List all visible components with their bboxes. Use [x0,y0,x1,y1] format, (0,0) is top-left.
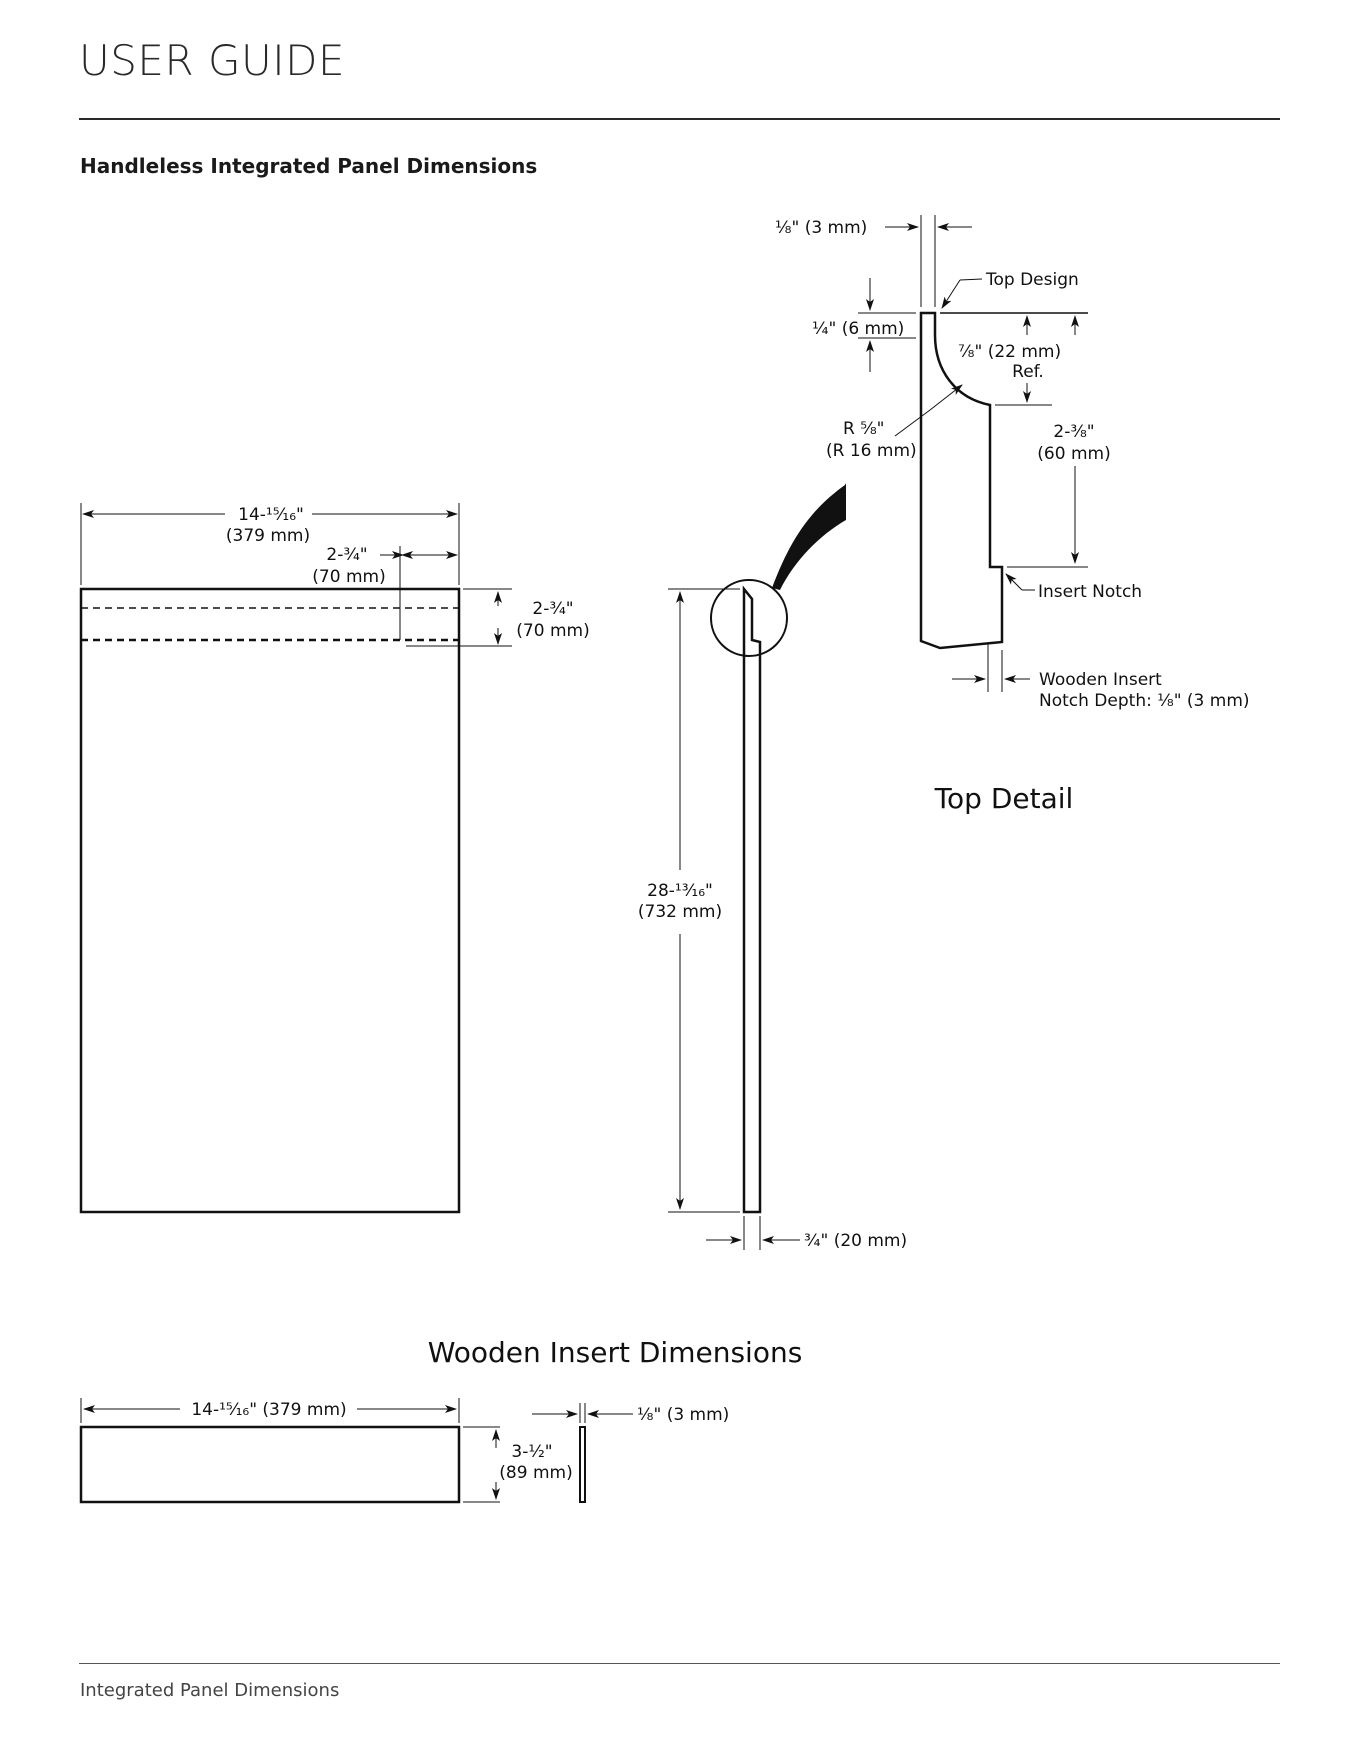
wooden-insert-height-mm: (89 mm) [499,1463,572,1483]
wooden-insert-front-outline [79,1425,461,1504]
top-detail-notch-pos-in: 2-³⁄₈" [1053,422,1094,442]
top-detail-notch-depth-line2: Notch Depth: ¹⁄₈" (3 mm) [1039,691,1250,711]
wooden-insert-thickness: ¹⁄₈" (3 mm) [637,1405,729,1425]
top-detail-notch-pos-mm: (60 mm) [1037,444,1110,464]
page-title: USER GUIDE [79,36,346,85]
top-detail-radius-in: R ⁵⁄₈" [843,419,885,439]
top-detail-ref-dim: ⁷⁄₈" (22 mm) [958,342,1061,362]
top-detail-radius-mm: (R 16 mm) [826,441,917,461]
top-detail-gap: ¹⁄₈" (3 mm) [775,218,867,238]
top-detail-insert-notch: Insert Notch [1038,582,1142,602]
panel-front-width-in: 14-¹⁵⁄₁₆" [238,505,304,525]
panel-front-outline [79,587,461,1214]
panel-front-depth-mm: (70 mm) [516,621,589,641]
top-detail-lip-height: ¹⁄₄" (6 mm) [812,319,904,339]
footer-text: Integrated Panel Dimensions [80,1680,340,1701]
header-rule [79,118,1280,120]
section-heading: Handleless Integrated Panel Dimensions [80,154,538,178]
panel-front-depth-in: 2-³⁄₄" [532,599,573,619]
top-detail-ref-label: Ref. [1012,362,1044,382]
panel-side-profile [742,585,762,1214]
panel-side [668,579,800,1250]
top-detail [858,215,1088,692]
footer-rule [79,1663,1280,1664]
panel-side-thickness: ³⁄₄" (20 mm) [804,1231,907,1251]
wooden-insert [79,1398,633,1504]
top-detail-notch-depth-line1: Wooden Insert [1039,670,1162,690]
top-detail-top-design: Top Design [985,270,1079,290]
wooden-insert-width: 14-¹⁵⁄₁₆" (379 mm) [191,1400,346,1420]
wooden-insert-height-in: 3-¹⁄₂" [511,1442,552,1462]
detail-callout-circle [710,579,788,657]
top-detail-title: Top Detail [934,782,1074,815]
detail-pointer [772,483,846,590]
panel-side-height-in: 28-¹³⁄₁₆" [647,881,713,901]
panel-side-height-mm: (732 mm) [638,902,722,922]
panel-front-offset-in: 2-³⁄₄" [326,545,367,565]
wooden-insert-title: Wooden Insert Dimensions [428,1336,803,1369]
top-detail-profile [919,311,1004,650]
panel-front [79,503,512,1214]
panel-front-width-mm: (379 mm) [226,526,310,546]
wooden-insert-side-outline [579,1426,586,1503]
panel-front-offset-mm: (70 mm) [312,567,385,587]
